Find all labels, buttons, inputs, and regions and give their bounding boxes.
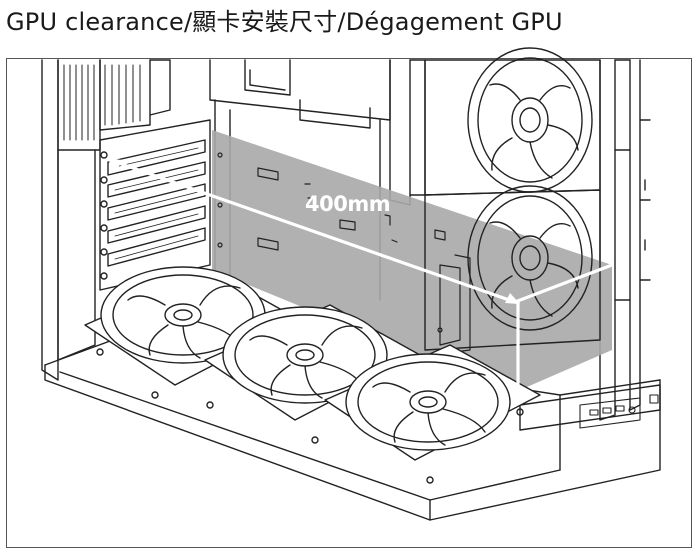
case-fan-icon xyxy=(467,47,593,193)
dimension-arrow-right xyxy=(505,293,520,304)
bottom-fans xyxy=(84,266,541,461)
case-fan-icon xyxy=(324,344,541,461)
gpu-clearance-area xyxy=(212,130,612,390)
case-fan-icon xyxy=(84,266,301,386)
motherboard-details xyxy=(217,152,471,353)
case-fan-icon xyxy=(467,185,593,331)
clearance-dimension-line xyxy=(108,158,614,394)
side-fans xyxy=(424,47,601,351)
front-io-ports xyxy=(579,394,659,429)
dimension-arrow-left xyxy=(106,158,122,170)
expansion-slots xyxy=(99,119,211,291)
clearance-measurement: 400mm xyxy=(305,192,391,216)
diagram-title: GPU clearance/顯卡安裝尺寸/Dégagement GPU xyxy=(6,8,563,36)
